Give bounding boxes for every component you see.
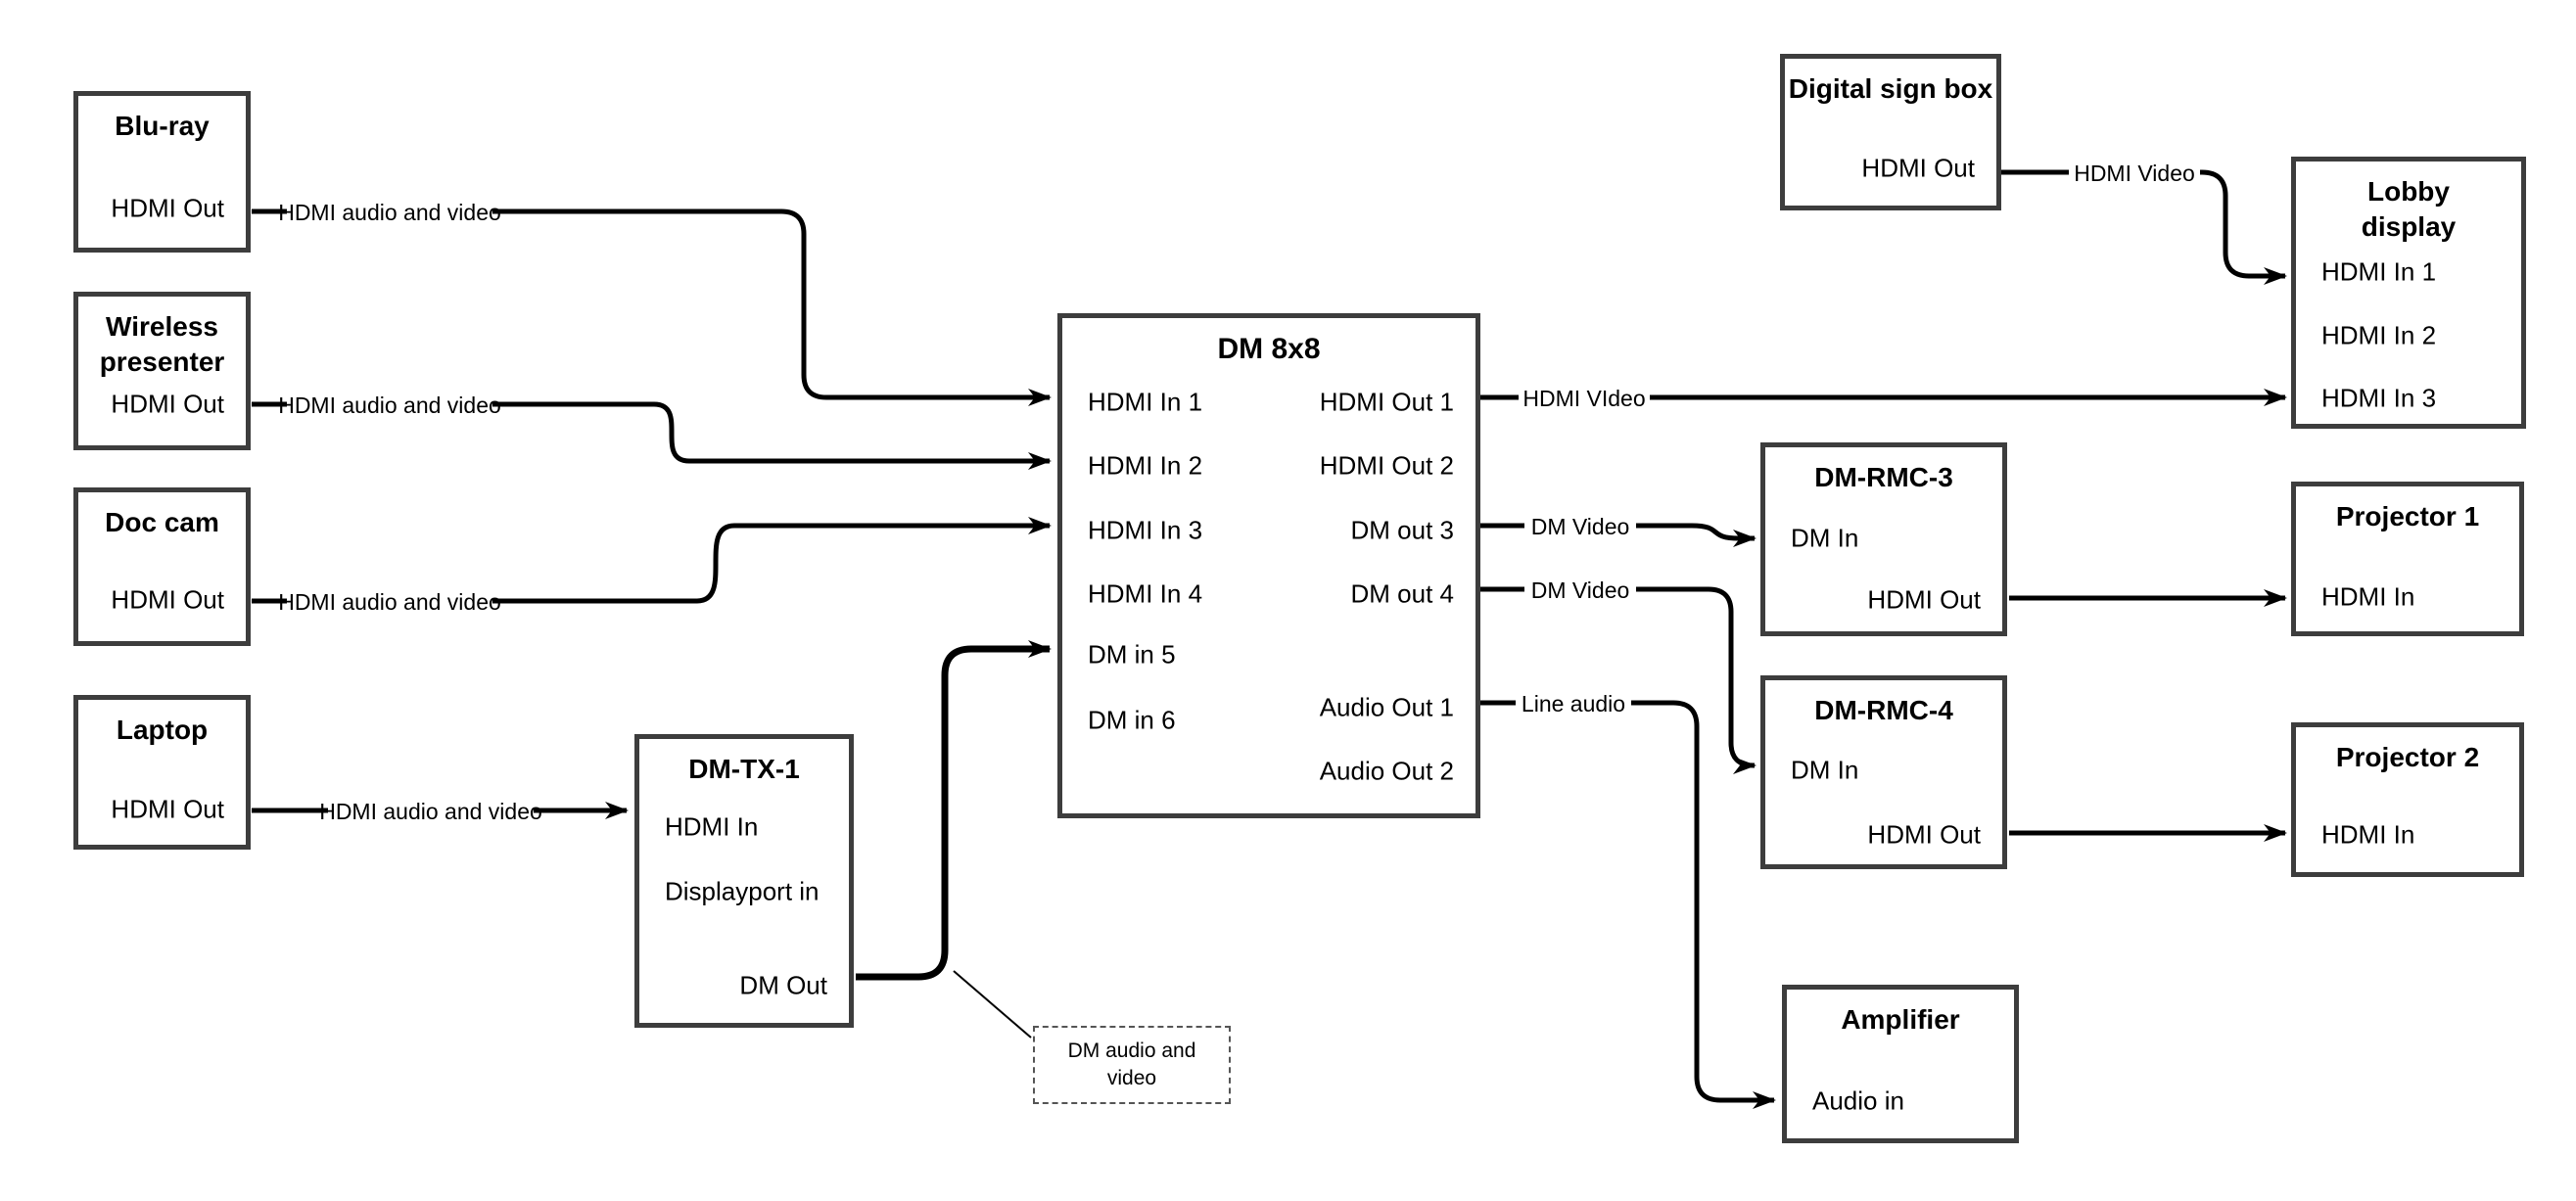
node-dmrmc4-title: DM-RMC-4: [1814, 695, 1953, 725]
node-wireless-presenter: Wireless presenter HDMI Out: [73, 292, 251, 450]
wire-label: Line audio: [1522, 691, 1625, 716]
wire-laptop-to-dmtx1: HDMI audio and video: [252, 797, 629, 825]
node-amplifier: Amplifier Audio in: [1782, 985, 2019, 1143]
wire-label-bg: [1516, 689, 1631, 717]
wire-label-bg: [287, 587, 492, 616]
wire-label-bg: [1524, 512, 1636, 540]
node-bluray: Blu-ray HDMI Out: [73, 91, 251, 253]
wire-label-bg: [2069, 159, 2200, 187]
port-dmrmc3-dm-in: DM In: [1791, 523, 1859, 553]
note-leader-line: [953, 970, 1032, 1039]
wire-dmtx1-to-dm8x8: [856, 640, 1052, 981]
wire-path: [252, 208, 1052, 406]
port-dmtx1-dm-out: DM Out: [739, 970, 827, 1000]
wire-label: HDMI audio and video: [278, 589, 501, 615]
port-dm8x8-hdmi-in-1: HDMI In 1: [1088, 387, 1203, 417]
wire-label-bg: [1519, 384, 1650, 412]
node-proj1-title: Projector 1: [2335, 501, 2480, 531]
port-lobby-hdmi-in-2: HDMI In 2: [2321, 320, 2437, 350]
node-dm-rmc-3: DM-RMC-3 DM In HDMI Out: [1760, 442, 2007, 636]
wire-label-bg: [287, 198, 492, 226]
port-dmrmc3-hdmi-out: HDMI Out: [1867, 584, 1981, 615]
wire-path: [1480, 586, 1756, 774]
wire-dm8x8-to-dmrmc3: DM Video: [1480, 512, 1756, 547]
wire-dm8x8-to-amp: Line audio: [1480, 689, 1776, 1109]
port-digisign-hdmi-out: HDMI Out: [1861, 153, 1975, 183]
node-wireless-title: Wireless presenter: [99, 311, 225, 377]
node-dmtx1-title: DM-TX-1: [688, 754, 800, 784]
wire-doccam-to-dm8x8: HDMI audio and video: [252, 517, 1052, 616]
wire-label: HDMI audio and video: [278, 200, 501, 225]
node-laptop: Laptop HDMI Out: [73, 695, 251, 850]
wire-path: [1480, 523, 1756, 547]
wire-dm8x8-to-lobby: HDMI VIdeo: [1480, 384, 2287, 412]
wire-label-bg: [1524, 576, 1636, 604]
port-dmrmc4-hdmi-out: HDMI Out: [1867, 819, 1981, 850]
wire-path: [1480, 700, 1776, 1109]
wire-wireless-to-dm8x8: HDMI audio and video: [252, 391, 1052, 470]
wire-dm8x8-to-dmrmc4: DM Video: [1480, 576, 1756, 774]
port-dm8x8-dm-in-6: DM in 6: [1088, 705, 1176, 735]
wire-label: HDMI VIdeo: [1522, 386, 1645, 411]
node-doc-cam: Doc cam HDMI Out: [73, 487, 251, 646]
node-dm8x8-title: DM 8x8: [1217, 333, 1321, 365]
wire-label-bg: [328, 797, 534, 825]
node-proj2-title: Projector 2: [2335, 742, 2480, 772]
leader-path: [953, 970, 1032, 1039]
port-laptop-hdmi-out: HDMI Out: [111, 794, 224, 824]
wire-label-bg: [287, 391, 492, 419]
port-dm8x8-hdmi-in-2: HDMI In 2: [1088, 450, 1203, 481]
port-dm8x8-hdmi-in-3: HDMI In 3: [1088, 515, 1203, 545]
node-doccam-title: Doc cam: [105, 507, 219, 537]
node-lobby-display: Lobby display HDMI In 1 HDMI In 2 HDMI I…: [2291, 157, 2526, 429]
port-dm8x8-dm-out-4: DM out 4: [1350, 578, 1455, 609]
node-amp-title: Amplifier: [1841, 1004, 1960, 1035]
wire-label: DM Video: [1531, 514, 1630, 539]
node-dm-8x8: DM 8x8 HDMI In 1 HDMI In 2 HDMI In 3 HDM…: [1057, 313, 1480, 818]
node-digital-sign-box: Digital sign box HDMI Out: [1780, 54, 2001, 210]
node-dm-rmc-4: DM-RMC-4 DM In HDMI Out: [1760, 675, 2007, 869]
port-dm8x8-audio-out-2: Audio Out 2: [1319, 756, 1454, 786]
node-laptop-title: Laptop: [116, 715, 209, 745]
port-proj2-hdmi-in: HDMI In: [2321, 819, 2415, 850]
port-lobby-hdmi-in-3: HDMI In 3: [2321, 383, 2437, 413]
port-lobby-hdmi-in-1: HDMI In 1: [2321, 256, 2437, 287]
wire-path: [2001, 169, 2287, 285]
node-projector-2: Projector 2 HDMI In: [2291, 722, 2524, 877]
port-proj1-hdmi-in: HDMI In: [2321, 581, 2415, 612]
wire-label: HDMI audio and video: [278, 393, 501, 418]
port-bluray-hdmi-out: HDMI Out: [111, 193, 224, 223]
port-dm8x8-hdmi-in-4: HDMI In 4: [1088, 578, 1203, 609]
port-doccam-hdmi-out: HDMI Out: [111, 584, 224, 615]
node-projector-1: Projector 1 HDMI In: [2291, 482, 2524, 636]
port-dmtx1-displayport-in: Displayport in: [665, 876, 820, 906]
wire-path: [252, 517, 1052, 604]
port-dm8x8-dm-out-3: DM out 3: [1350, 515, 1455, 545]
port-dmtx1-hdmi-in: HDMI In: [665, 811, 759, 842]
wire-digisign-to-lobby: HDMI Video: [2001, 159, 2287, 285]
port-amp-audio-in: Audio in: [1812, 1086, 1904, 1116]
wire-label: HDMI Video: [2074, 161, 2195, 186]
port-dm8x8-dm-in-5: DM in 5: [1088, 639, 1176, 670]
wire-label: DM Video: [1531, 577, 1630, 603]
note-dm-audio-video: DM audio and video: [1033, 1026, 1231, 1104]
wire-path: [252, 401, 1052, 470]
port-dm8x8-hdmi-out-1: HDMI Out 1: [1319, 387, 1454, 417]
port-dmrmc4-dm-in: DM In: [1791, 755, 1859, 785]
node-dm-tx-1: DM-TX-1 HDMI In Displayport in DM Out: [634, 734, 854, 1028]
port-wireless-hdmi-out: HDMI Out: [111, 389, 224, 419]
wire-bluray-to-dm8x8: HDMI audio and video: [252, 198, 1052, 406]
node-digisign-title: Digital sign box: [1788, 73, 1993, 104]
wire-label: HDMI audio and video: [319, 799, 542, 824]
node-dmrmc3-title: DM-RMC-3: [1814, 462, 1953, 492]
port-dm8x8-audio-out-1: Audio Out 1: [1319, 692, 1454, 722]
node-lobby-title: Lobby display: [2361, 176, 2457, 242]
wire-path: [856, 640, 1052, 981]
port-dm8x8-hdmi-out-2: HDMI Out 2: [1319, 450, 1454, 481]
node-bluray-title: Blu-ray: [115, 111, 210, 141]
